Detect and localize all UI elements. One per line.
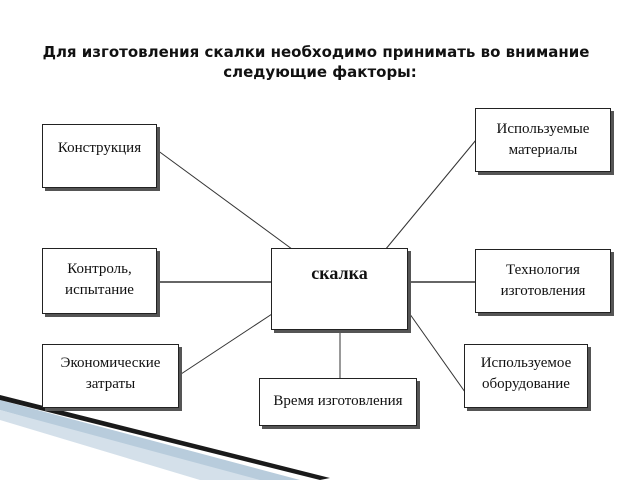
- factor-label-equipment-2: оборудование: [482, 376, 570, 392]
- factor-box-technology: Технология изготовления: [475, 249, 611, 313]
- factor-label-equipment-1: Используемое: [480, 355, 572, 371]
- factor-label-control-2: испытание: [65, 282, 134, 298]
- factor-box-control: Контроль, испытание: [42, 248, 157, 314]
- center-label: скалка: [311, 263, 368, 283]
- connector-construction: [156, 149, 297, 253]
- page-title: Для изготовления скалки необходимо прини…: [0, 42, 640, 82]
- factor-label-materials-2: материалы: [508, 142, 578, 158]
- factor-box-construction: Конструкция: [42, 124, 157, 188]
- title-line-1: Для изготовления скалки необходимо прини…: [42, 43, 590, 61]
- connector-materials: [384, 139, 477, 251]
- factor-label-control-1: Контроль,: [67, 261, 132, 277]
- center-box-skalka: скалка: [271, 248, 408, 330]
- factor-label-economic-2: затраты: [85, 376, 136, 392]
- factor-label-technology-2: изготовления: [500, 283, 586, 299]
- factor-label-time: Время изготовления: [273, 393, 403, 409]
- factor-label-construction: Конструкция: [57, 140, 142, 156]
- factor-box-economic: Экономические затраты: [42, 344, 179, 408]
- title-line-2: следующие факторы:: [223, 63, 417, 81]
- decor-stripe-light-2: [0, 410, 260, 480]
- factor-box-time: Время изготовления: [259, 378, 417, 426]
- connector-equipment: [406, 309, 466, 393]
- factor-label-materials-1: Используемые: [496, 121, 590, 137]
- decor-stripe-dark: [0, 395, 330, 480]
- factor-box-materials: Используемые материалы: [475, 108, 611, 172]
- connector-economic: [177, 313, 273, 377]
- factor-label-technology-1: Технология: [506, 262, 580, 278]
- factor-label-economic-1: Экономические: [60, 355, 161, 371]
- decor-stripe-light: [0, 400, 300, 480]
- factor-box-equipment: Используемое оборудование: [464, 344, 588, 408]
